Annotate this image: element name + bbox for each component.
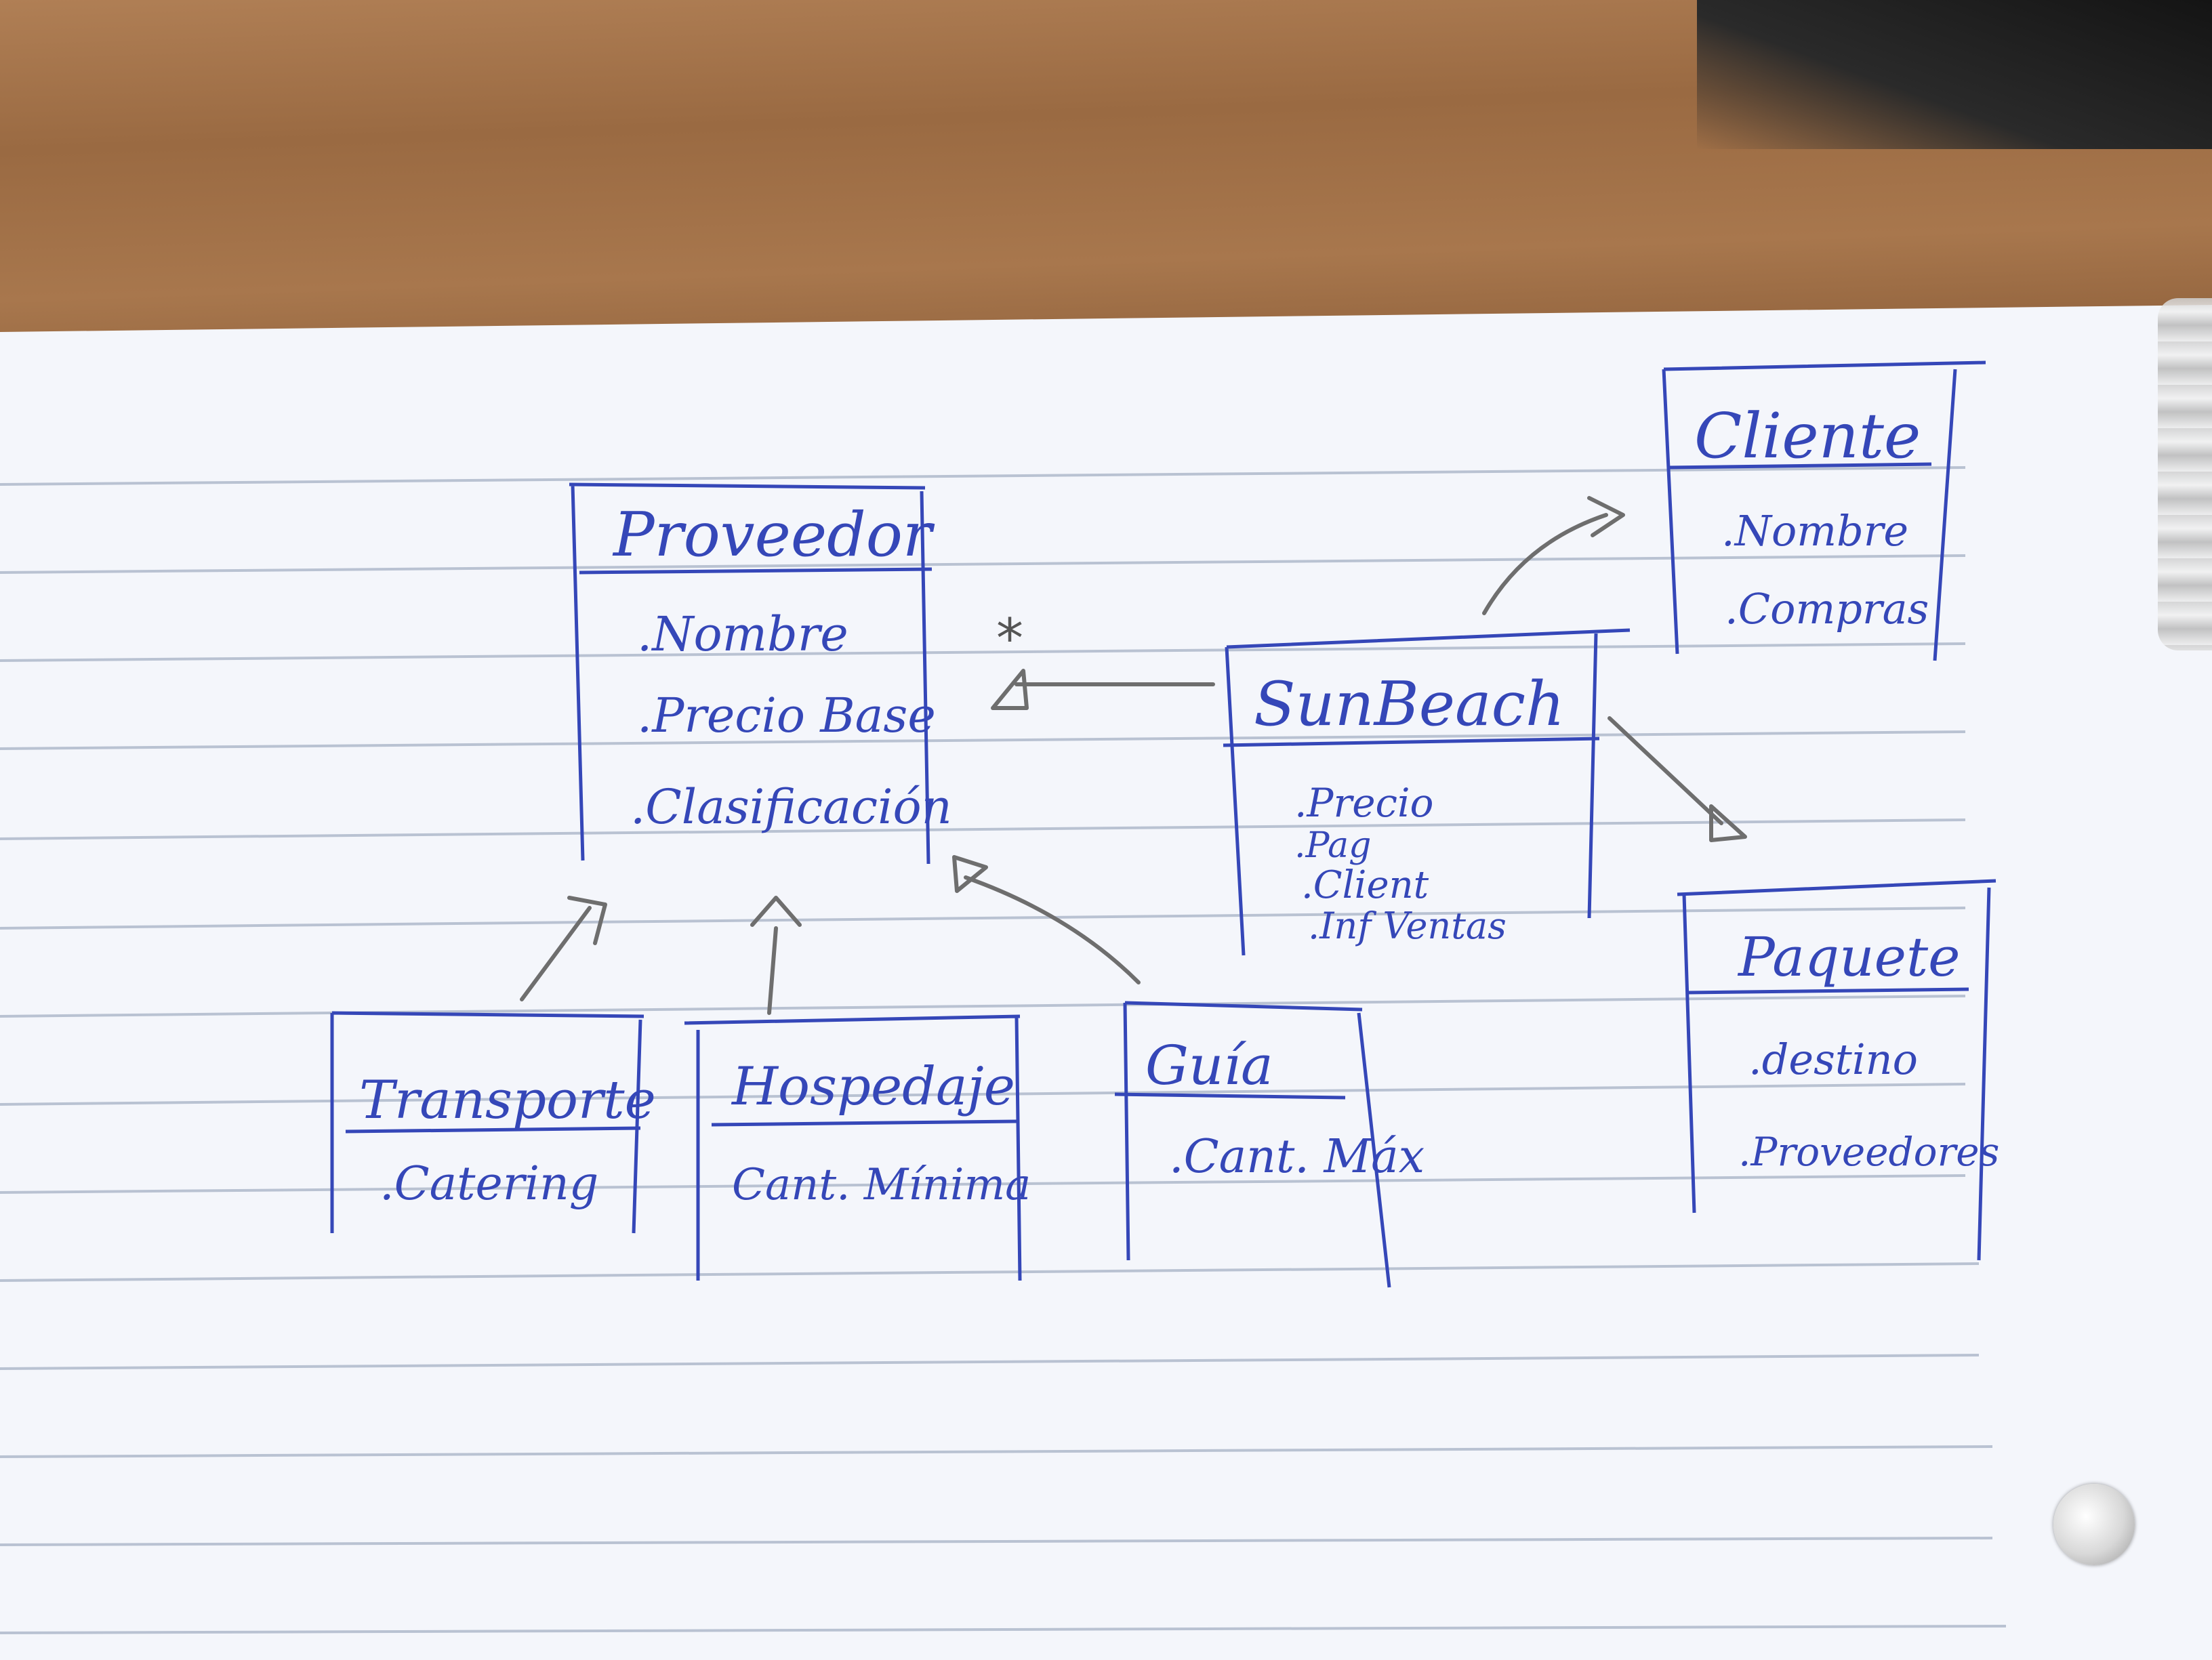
arrowhead-paquete bbox=[1709, 804, 1747, 842]
arrowhead-sunbeach-proveedor bbox=[991, 669, 1029, 710]
attribute: .Nombre bbox=[637, 606, 848, 662]
attribute: .Cant. Máx bbox=[1169, 1130, 1425, 1184]
class-name: Proveedor bbox=[612, 499, 935, 570]
arrowhead-transporte bbox=[567, 896, 607, 945]
dark-object bbox=[1697, 0, 2212, 149]
attribute: .Nombre bbox=[1721, 506, 1908, 556]
spiral-binding bbox=[2158, 298, 2212, 650]
class-name: Paquete bbox=[1737, 926, 1961, 989]
notebook-page bbox=[0, 305, 2212, 1660]
relation-guia-proveedor bbox=[964, 875, 1141, 984]
relation-hospedaje-proveedor bbox=[767, 926, 778, 1015]
page-ring-hole bbox=[2053, 1484, 2135, 1565]
attribute: .Pag bbox=[1294, 825, 1371, 866]
ruled-lines bbox=[0, 466, 2007, 1634]
class-name: Cliente bbox=[1694, 400, 1921, 472]
class-hospedaje: Hospedaje Cant. Mínima bbox=[684, 1014, 1031, 1281]
arrowhead-guia bbox=[952, 855, 988, 893]
attribute: .Precio bbox=[1294, 780, 1433, 826]
class-cliente: Cliente .Nombre .Compras bbox=[1662, 360, 1986, 661]
attribute: .Client bbox=[1301, 863, 1429, 907]
class-transporte: Transporte .Catering bbox=[330, 1011, 656, 1234]
attribute: .destino bbox=[1748, 1035, 1918, 1084]
class-name: Transporte bbox=[359, 1070, 656, 1131]
class-proveedor: Proveedor .Nombre .Precio Base .Clasific… bbox=[569, 482, 952, 865]
class-name: Guía bbox=[1145, 1034, 1273, 1097]
attribute: .Inf Ventas bbox=[1308, 905, 1507, 947]
class-name: SunBeach bbox=[1254, 669, 1565, 740]
attribute: .Compras bbox=[1725, 584, 1929, 634]
class-sunbeach: SunBeach .Precio .Pag .Client .Inf Venta… bbox=[1223, 628, 1631, 956]
multiplicity-label: * bbox=[996, 607, 1023, 670]
class-paquete: Paquete .destino .Proveedores bbox=[1677, 879, 1999, 1261]
relation-transporte-proveedor bbox=[520, 906, 592, 1001]
class-name: Hospedaje bbox=[731, 1056, 1015, 1117]
attribute: Cant. Mínima bbox=[732, 1160, 1031, 1210]
arrowhead-hospedaje bbox=[750, 896, 802, 927]
attribute: .Catering bbox=[380, 1157, 598, 1211]
attribute: .Precio Base bbox=[637, 688, 936, 743]
attribute: .Proveedores bbox=[1738, 1129, 1999, 1175]
class-guia: Guía .Cant. Máx bbox=[1114, 1001, 1425, 1288]
arrowhead-cliente bbox=[1587, 496, 1625, 537]
attribute: .Clasificación bbox=[630, 779, 952, 835]
relation-sunbeach-cliente bbox=[1482, 513, 1608, 615]
relation-sunbeach-paquete bbox=[1607, 716, 1723, 825]
